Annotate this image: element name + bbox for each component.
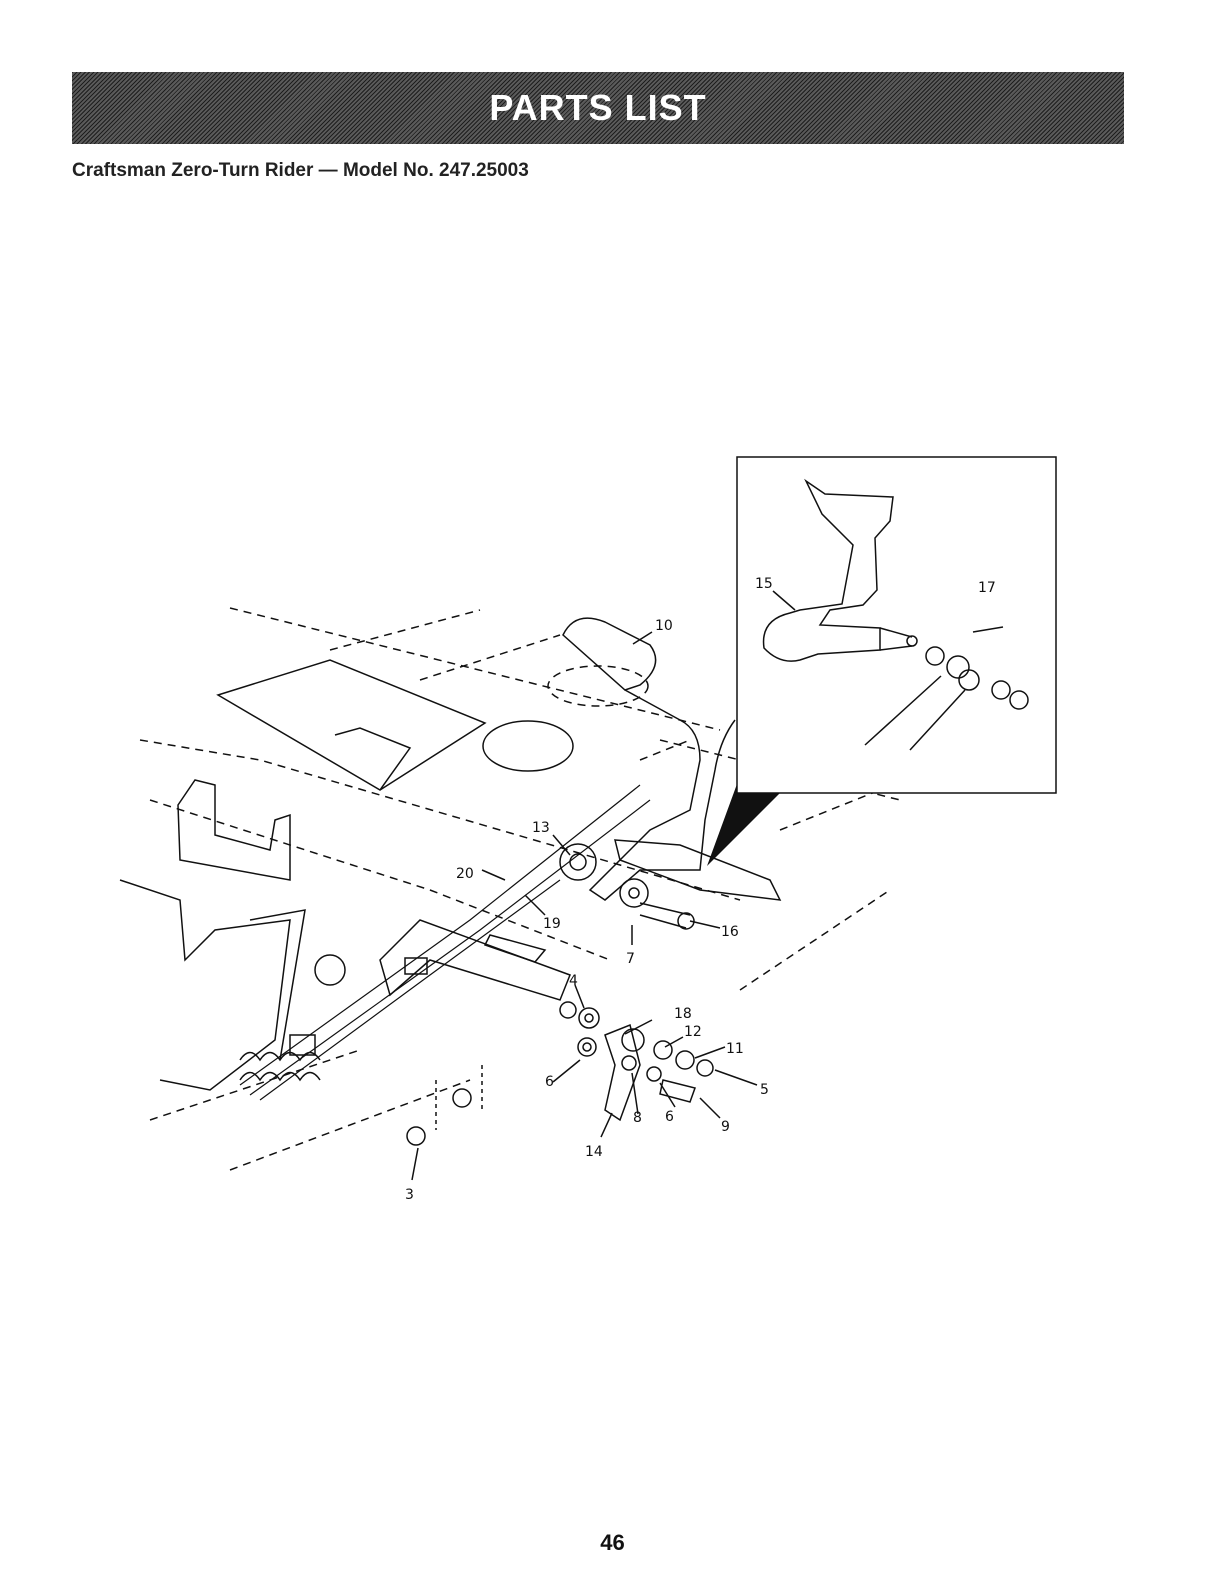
callout-19: 19 — [543, 916, 561, 932]
callout-16: 16 — [721, 924, 739, 940]
callout-4: 4 — [569, 973, 578, 989]
callout-15: 15 — [755, 576, 773, 592]
page-number: 46 — [0, 1530, 1225, 1556]
callout-9: 9 — [721, 1119, 730, 1135]
model-subtitle: Craftsman Zero-Turn Rider — Model No. 24… — [72, 160, 529, 182]
callout-13: 13 — [532, 820, 550, 836]
callout-7: 7 — [626, 951, 635, 967]
callout-20: 20 — [456, 866, 474, 882]
callout-8: 8 — [633, 1110, 642, 1126]
parts-list-banner: PARTS LIST — [72, 72, 1124, 144]
callout-11: 11 — [726, 1041, 744, 1057]
callout-10: 10 — [655, 618, 673, 634]
callout-6-left: 6 — [545, 1074, 554, 1090]
callout-17: 17 — [978, 580, 996, 596]
callout-18: 18 — [674, 1006, 692, 1022]
exploded-parts-diagram: 10 15 17 13 20 19 7 16 4 18 12 11 5 6 8 … — [100, 440, 1100, 1240]
callout-6-right: 6 — [665, 1109, 674, 1125]
callout-3: 3 — [405, 1187, 414, 1203]
callout-14: 14 — [585, 1144, 603, 1160]
banner-title: PARTS LIST — [489, 87, 706, 129]
callout-12: 12 — [684, 1024, 702, 1040]
callout-5: 5 — [760, 1082, 769, 1098]
